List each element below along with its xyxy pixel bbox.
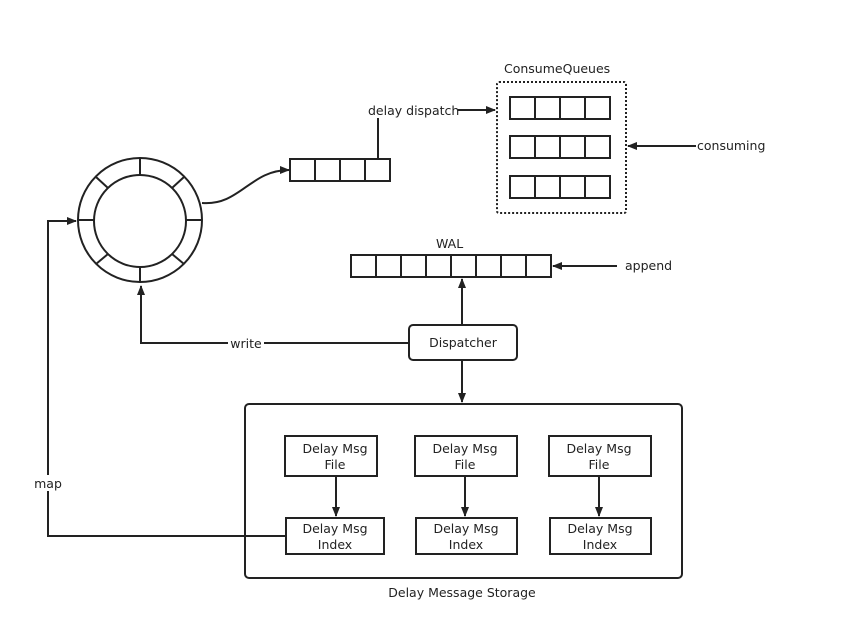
delay-message-storage-box <box>244 403 683 579</box>
svg-text:Index: Index <box>318 537 352 552</box>
consuming-label: consuming <box>697 138 765 153</box>
write-arrow <box>137 285 409 344</box>
svg-text:Delay Msg: Delay Msg <box>302 441 367 456</box>
dispatcher-label: Dispatcher <box>429 335 498 350</box>
write-label: write <box>230 336 262 351</box>
consume-queues-title: ConsumeQueues <box>504 61 610 76</box>
delay-dispatch-label: delay dispatch <box>368 103 459 118</box>
svg-text:File: File <box>455 457 476 472</box>
svg-text:Delay Msg: Delay Msg <box>302 521 367 536</box>
wal-queue <box>350 254 552 278</box>
svg-text:Index: Index <box>583 537 617 552</box>
delay-msg-file: Delay Msg File <box>548 435 652 477</box>
wal-title: WAL <box>436 236 463 251</box>
svg-text:File: File <box>325 457 346 472</box>
map-label: map <box>34 476 62 491</box>
time-wheel <box>77 157 203 283</box>
svg-text:Index: Index <box>449 537 483 552</box>
consume-queue <box>509 96 611 120</box>
delay-msg-index: Delay Msg Index <box>415 517 518 555</box>
delay-msg-file: Delay Msg File <box>284 435 378 477</box>
svg-text:File: File <box>589 457 610 472</box>
svg-text:Delay Msg: Delay Msg <box>432 441 497 456</box>
delay-msg-index: Delay Msg Index <box>285 517 385 555</box>
map-arrow <box>47 217 286 537</box>
svg-text:Delay Msg: Delay Msg <box>566 441 631 456</box>
consume-queues-box <box>496 81 627 214</box>
append-label: append <box>625 258 672 273</box>
consume-queue <box>509 135 611 159</box>
wheel-to-queue-arrow <box>201 166 290 205</box>
consume-queue <box>509 175 611 199</box>
delay-msg-file: Delay Msg File <box>414 435 518 477</box>
delay-msg-index: Delay Msg Index <box>549 517 652 555</box>
svg-text:Delay Msg: Delay Msg <box>567 521 632 536</box>
storage-title: Delay Message Storage <box>388 585 536 600</box>
svg-text:Delay Msg: Delay Msg <box>433 521 498 536</box>
dispatch-queue <box>289 158 391 182</box>
